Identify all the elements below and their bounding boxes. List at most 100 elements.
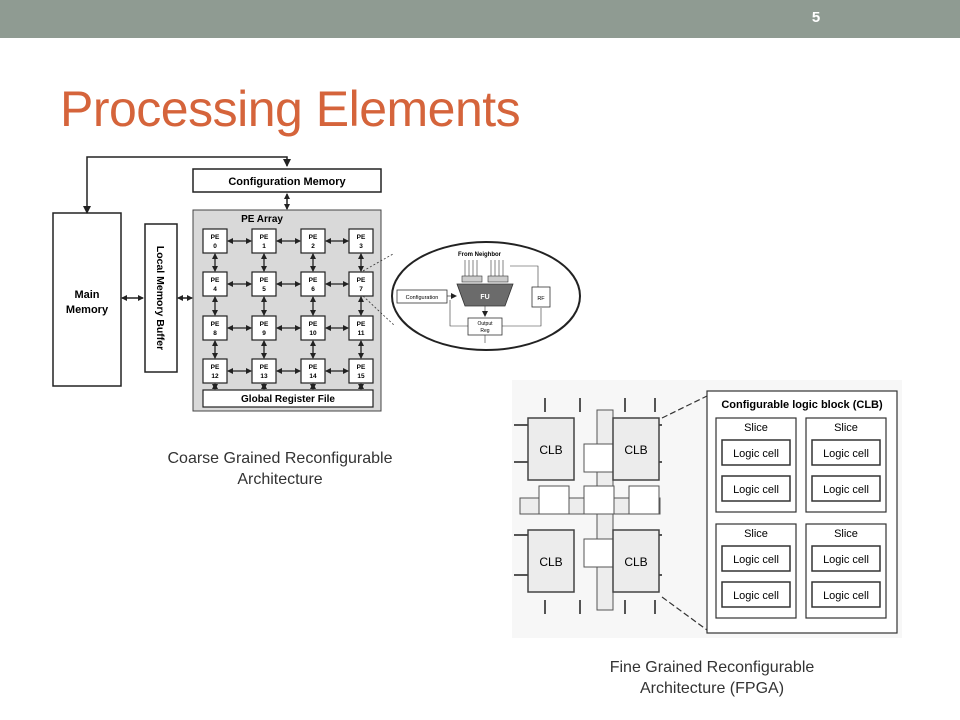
slice-label: Slice: [744, 528, 768, 540]
clb-tile: CLB: [612, 529, 660, 593]
pe-number: 6: [311, 286, 315, 293]
logic-cell-label: Logic cell: [733, 484, 779, 496]
main-memory-label: Main: [74, 289, 99, 301]
cgra-caption: Coarse Grained Reconfigurable Architectu…: [130, 448, 430, 490]
slice-label: Slice: [744, 422, 768, 434]
pe-box: [202, 358, 228, 384]
pe-label: PE: [260, 364, 269, 371]
pe-label: PE: [309, 321, 318, 328]
rf-register: [531, 286, 551, 308]
pe-cell: PE 9: [251, 315, 277, 341]
logic-cell-box: [721, 545, 791, 572]
global-register-file-label: Global Register File: [241, 394, 335, 405]
pe-number: 0: [213, 243, 217, 250]
logic-cell-box: [811, 581, 881, 608]
pe-cell: PE 11: [348, 315, 374, 341]
pe-number: 11: [358, 330, 365, 337]
pe-cell: PE 14: [300, 358, 326, 384]
pe-number: 9: [262, 330, 266, 337]
logic-cell-box: [811, 439, 881, 466]
logic-cell-box: [811, 475, 881, 502]
pe-number: 3: [359, 243, 363, 250]
pe-box: [348, 271, 374, 297]
logic-cell-label: Logic cell: [733, 448, 779, 460]
pe-box: [251, 358, 277, 384]
pe-cell: PE 8: [202, 315, 228, 341]
local-memory-buffer-box: [144, 223, 178, 373]
pe-cell: PE 13: [251, 358, 277, 384]
configuration-memory-label: Configuration Memory: [228, 176, 346, 188]
logic-cell-box: [721, 475, 791, 502]
global-register-file-box: [202, 389, 374, 408]
pe-label: PE: [260, 234, 269, 241]
logic-cell-label: Logic cell: [733, 554, 779, 566]
switch-box: [583, 485, 615, 515]
clb-box: [527, 417, 575, 481]
clb-tile: CLB: [527, 529, 575, 593]
detail-wiring: [449, 300, 542, 343]
pe-number: 13: [260, 373, 268, 380]
logic-cell-box: [721, 581, 791, 608]
logic-cell-box: [811, 545, 881, 572]
top-bar: [0, 0, 960, 38]
clb-label: CLB: [624, 555, 647, 569]
pe-number: 14: [309, 373, 317, 380]
slice-label: Slice: [834, 422, 858, 434]
clb-tile: CLB: [612, 417, 660, 481]
pe-cell: PE 7: [348, 271, 374, 297]
main-memory-label-2: Memory: [66, 304, 109, 316]
clb-callout-top: [661, 395, 708, 419]
cgra-caption-line-2: Architecture: [237, 471, 323, 488]
pe-number: 15: [357, 373, 365, 380]
pe-number: 8: [213, 330, 217, 337]
pe-label: PE: [357, 321, 366, 328]
pe-label: PE: [211, 234, 220, 241]
pe-cell: PE1: [251, 228, 277, 254]
pe-label: PE: [309, 364, 318, 371]
pe-label: PE: [357, 277, 366, 284]
pe-label: PE: [309, 234, 318, 241]
slide-title: Processing Elements: [60, 81, 521, 137]
fu-unit: [456, 283, 514, 307]
pe-number: 5: [262, 286, 266, 293]
from-neighbor-label: From Neighbor: [458, 252, 502, 258]
cgra-diagram: Main Memory Local Memory Buffer PE Array…: [52, 156, 581, 412]
pe-number: 7: [359, 286, 363, 293]
clb-box: [612, 417, 660, 481]
logic-cell-label: Logic cell: [823, 554, 869, 566]
switch-box: [628, 485, 660, 515]
logic-cell-label: Logic cell: [733, 590, 779, 602]
pe-box: [251, 315, 277, 341]
pe-label: PE: [211, 321, 220, 328]
pe-cell: PE 0: [202, 228, 228, 254]
pe-cell: PE 6: [300, 271, 326, 297]
clb-tile: CLB: [527, 417, 575, 481]
clb-label: CLB: [624, 443, 647, 457]
page-number: 5: [811, 9, 821, 26]
clb-box: [612, 529, 660, 593]
pe-number: 2: [311, 243, 315, 250]
pe-grid: PE0PE1PE2PE3PE4PE5PE6PE7PE8PE9PE10PE11PE…: [202, 228, 374, 390]
switch-box: [583, 538, 615, 568]
detail-leader-top: [362, 253, 394, 272]
logic-cell-box: [721, 439, 791, 466]
logic-cell-label: Logic cell: [823, 448, 869, 460]
pe-box: [251, 228, 277, 254]
clb-label: CLB: [539, 443, 562, 457]
pe-cell: PE 2: [300, 228, 326, 254]
pe-cell: PE 4: [202, 271, 228, 297]
fpga-caption: Fine Grained Reconfigurable Architecture…: [562, 657, 862, 699]
logic-cell-label: Logic cell: [823, 590, 869, 602]
pe-label: PE: [260, 321, 269, 328]
clb-callout-bottom: [661, 596, 708, 631]
pe-label: PE: [211, 277, 220, 284]
pe-label: PE: [357, 234, 366, 241]
pe-label: PE: [309, 277, 318, 284]
pe-number: 4: [213, 286, 217, 293]
